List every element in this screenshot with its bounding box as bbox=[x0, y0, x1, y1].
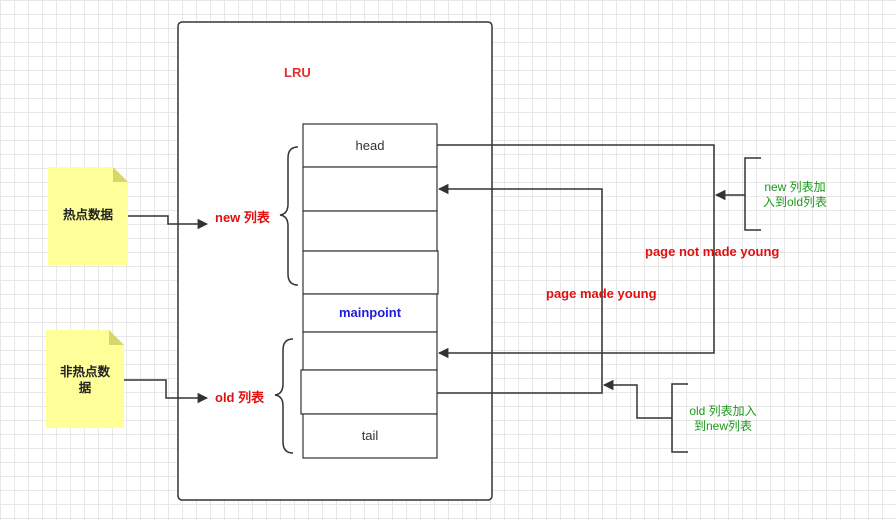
list-cell bbox=[300, 369, 438, 415]
new-list-label: new 列表 bbox=[215, 210, 270, 225]
page-not-made-young-label: page not made young bbox=[645, 244, 780, 259]
cold-data-note-label: 非热点数 据 bbox=[46, 364, 124, 396]
new-to-old-bracket bbox=[744, 157, 761, 231]
old-list-brace bbox=[274, 338, 294, 454]
new-to-old-note-line: 入到old列表 bbox=[762, 195, 827, 209]
new-to-old-note: new 列表加 入到old列表 bbox=[752, 180, 838, 210]
cold-data-arrow bbox=[124, 379, 209, 404]
list-cell bbox=[302, 166, 438, 212]
page-not-made-young-arrow bbox=[437, 144, 715, 359]
old-to-new-note-line: old 列表加入 bbox=[689, 404, 757, 418]
hot-data-note bbox=[48, 167, 128, 265]
list-cell bbox=[302, 331, 438, 371]
new-to-old-note-line: new 列表加 bbox=[764, 180, 826, 194]
list-cell bbox=[302, 250, 439, 295]
cold-data-note-line: 非热点数 bbox=[59, 365, 110, 379]
lru-list bbox=[300, 123, 439, 459]
lru-title: LRU bbox=[284, 65, 311, 80]
old-to-new-note-line: 到new列表 bbox=[693, 419, 752, 433]
old-to-new-note: old 列表加入 到new列表 bbox=[680, 404, 766, 434]
list-cell bbox=[302, 210, 438, 252]
page-made-young-arrow bbox=[437, 183, 603, 394]
list-cell-tail bbox=[302, 413, 438, 459]
tail-label: tail bbox=[361, 428, 379, 443]
cold-data-note bbox=[46, 330, 124, 428]
hot-data-note-label: 热点数据 bbox=[62, 208, 113, 222]
new-list-brace bbox=[279, 146, 299, 286]
old-to-new-connector bbox=[602, 379, 672, 419]
page-made-young-label: page made young bbox=[546, 286, 657, 301]
head-label: head bbox=[355, 138, 385, 153]
cold-data-note-line: 据 bbox=[78, 381, 92, 395]
mainpoint-label: mainpoint bbox=[338, 305, 402, 320]
old-list-label: old 列表 bbox=[215, 390, 265, 405]
hot-data-arrow bbox=[128, 215, 209, 230]
